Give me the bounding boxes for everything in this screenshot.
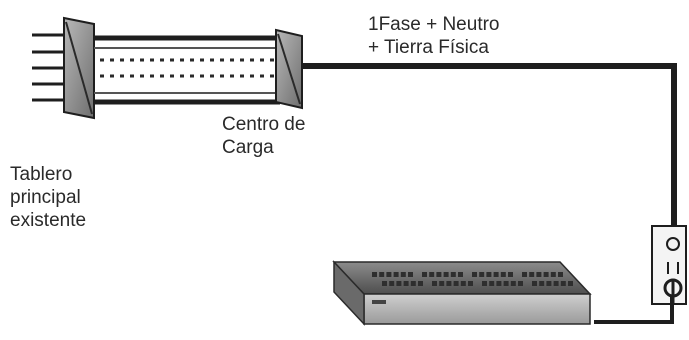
ethernet-port: [568, 281, 573, 286]
ethernet-port: [510, 281, 516, 286]
load-center-icon: [275, 28, 303, 110]
main-panel-label-line-3: existente: [10, 210, 87, 231]
ethernet-port: [553, 281, 559, 286]
ethernet-port: [558, 272, 563, 277]
ethernet-port: [403, 281, 409, 286]
ethernet-port: [436, 272, 442, 277]
ethernet-port: [489, 281, 495, 286]
conduit-bus: [94, 35, 280, 105]
ethernet-port: [393, 272, 399, 277]
ethernet-port: [472, 272, 477, 277]
ethernet-port: [482, 281, 487, 286]
ethernet-port: [560, 281, 566, 286]
ethernet-port: [410, 281, 416, 286]
ethernet-port: [479, 272, 485, 277]
ethernet-port: [408, 272, 413, 277]
cable-label: 1Fase + Neutro + Tierra Física: [368, 13, 500, 59]
ethernet-port: [453, 281, 459, 286]
load-center-label-line-2: Carga: [222, 137, 274, 158]
ethernet-port: [418, 281, 423, 286]
network-switch-icon: [332, 260, 592, 326]
ethernet-port: [532, 281, 537, 286]
ethernet-port: [400, 272, 406, 277]
ethernet-port: [486, 272, 492, 277]
main-panel-label-line-1: Tablero: [10, 164, 73, 185]
ethernet-port: [529, 272, 535, 277]
cable-label-line-1: 1Fase + Neutro: [368, 14, 500, 35]
ethernet-port: [460, 281, 466, 286]
breaker-panel-icon: [63, 16, 95, 120]
ethernet-port: [496, 281, 502, 286]
cable-label-line-2: + Tierra Física: [368, 37, 489, 58]
ethernet-port: [372, 272, 377, 277]
ethernet-port: [500, 272, 506, 277]
ethernet-port: [386, 272, 392, 277]
load-center-label: Centro de Carga: [222, 113, 305, 159]
ethernet-port: [422, 272, 427, 277]
ethernet-port: [508, 272, 513, 277]
ethernet-port: [518, 281, 523, 286]
ethernet-port: [539, 281, 545, 286]
main-panel-label-line-2: principal: [10, 187, 81, 208]
ethernet-port: [458, 272, 463, 277]
ethernet-port: [443, 272, 449, 277]
ethernet-port: [450, 272, 456, 277]
load-center-label-line-1: Centro de: [222, 114, 306, 135]
feeder-cable: [302, 63, 677, 226]
ethernet-port: [429, 272, 435, 277]
ethernet-port: [468, 281, 473, 286]
ethernet-port: [382, 281, 387, 286]
ethernet-port: [446, 281, 452, 286]
ethernet-port: [543, 272, 549, 277]
ethernet-port: [546, 281, 552, 286]
ethernet-port: [432, 281, 437, 286]
power-outlet-icon: [651, 225, 687, 305]
ethernet-port: [439, 281, 445, 286]
ethernet-port: [493, 272, 499, 277]
ethernet-port: [503, 281, 509, 286]
ethernet-port: [379, 272, 385, 277]
ethernet-port: [536, 272, 542, 277]
ethernet-port: [396, 281, 402, 286]
ethernet-port: [522, 272, 527, 277]
device-power-cord: [594, 296, 674, 324]
ethernet-port: [389, 281, 395, 286]
main-panel-label: Tablero principal existente: [10, 163, 86, 232]
ethernet-port: [550, 272, 556, 277]
